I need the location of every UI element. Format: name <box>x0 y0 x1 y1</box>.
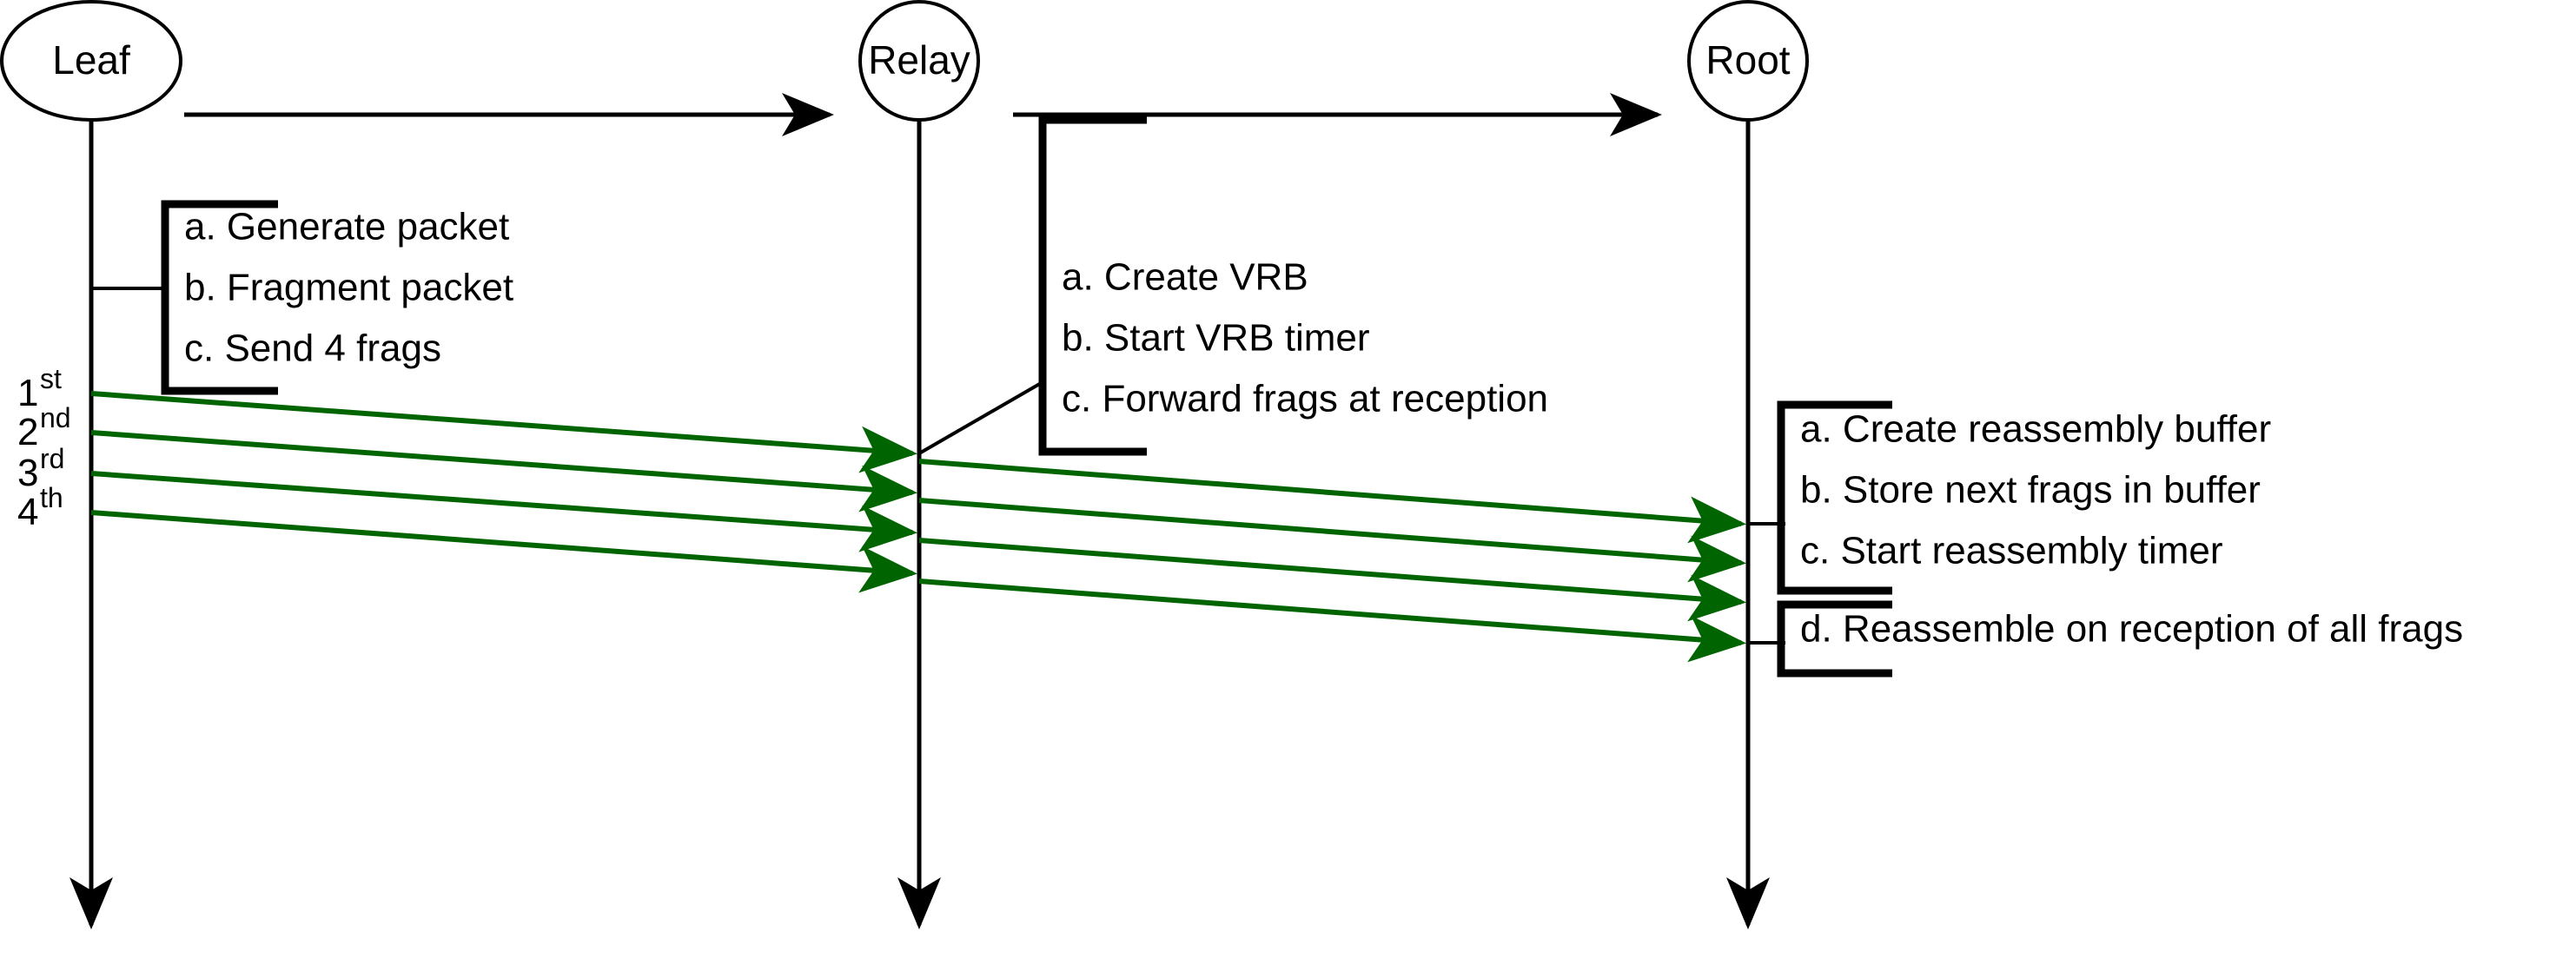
fragment-arrow-2-relay-root <box>918 498 1746 583</box>
callout-root-item-1: b. Store next frags in buffer <box>1800 469 2261 512</box>
callout-relay-item-2: c. Forward frags at reception <box>1062 378 1548 420</box>
callout-root-item-0: a. Create reassembly buffer <box>1800 408 2271 451</box>
callout-relay-item-1: b. Start VRB timer <box>1062 317 1370 360</box>
fragment-label-4: 4 th <box>17 482 63 533</box>
fragment-label-3-number: 3 <box>17 452 38 494</box>
fragment-label-1: 1 st <box>17 363 62 414</box>
fragment-arrow-4-relay-root <box>918 579 1746 663</box>
node-leaf[interactable]: Leaf <box>0 0 182 122</box>
callout-relay-item-0: a. Create VRB <box>1062 256 1308 299</box>
fragment-arrow-3-leaf-relay <box>90 471 917 552</box>
callout-root-actions: a. Create reassembly buffer b. Store nex… <box>1748 400 2271 595</box>
fragment-label-4-number: 4 <box>17 491 38 533</box>
callout-relay-actions: a. Create VRB b. Start VRB timer c. Forw… <box>917 116 1548 456</box>
fragment-arrow-1-relay-root <box>918 459 1746 544</box>
fragment-label-3-suffix: rd <box>40 443 64 474</box>
node-leaf-label: Leaf <box>52 37 130 83</box>
fragment-arrow-4-leaf-relay <box>90 510 917 593</box>
callout-root-reassemble: d. Reassemble on reception of all frags <box>1748 600 2463 678</box>
callout-root-item-3: d. Reassemble on reception of all frags <box>1800 608 2463 651</box>
fragment-label-1-suffix: st <box>40 363 62 394</box>
fragment-label-4-suffix: th <box>40 482 63 513</box>
fragment-label-3: 3 rd <box>17 443 64 494</box>
node-relay-label: Relay <box>868 37 970 83</box>
fragment-arrow-3-relay-root <box>918 538 1746 622</box>
fragment-label-1-number: 1 <box>17 372 38 414</box>
node-root-label: Root <box>1705 37 1790 83</box>
callout-leaf-item-1: b. Fragment packet <box>184 267 513 309</box>
node-root[interactable]: Root <box>1687 0 1809 122</box>
callout-root-item-2: c. Start reassembly timer <box>1800 530 2223 572</box>
fragment-label-2: 2 nd <box>17 402 71 453</box>
callout-leaf-item-0: a. Generate packet <box>184 206 509 248</box>
callout-leaf-item-2: c. Send 4 frags <box>184 327 441 370</box>
fragment-label-2-number: 2 <box>17 411 38 453</box>
fragment-arrow-1-leaf-relay <box>90 391 917 473</box>
callout-leaf-actions: a. Generate packet b. Fragment packet c.… <box>91 200 513 395</box>
node-relay[interactable]: Relay <box>858 0 980 122</box>
fragment-label-2-suffix: nd <box>40 402 71 433</box>
fragment-arrow-2-leaf-relay <box>90 430 917 512</box>
